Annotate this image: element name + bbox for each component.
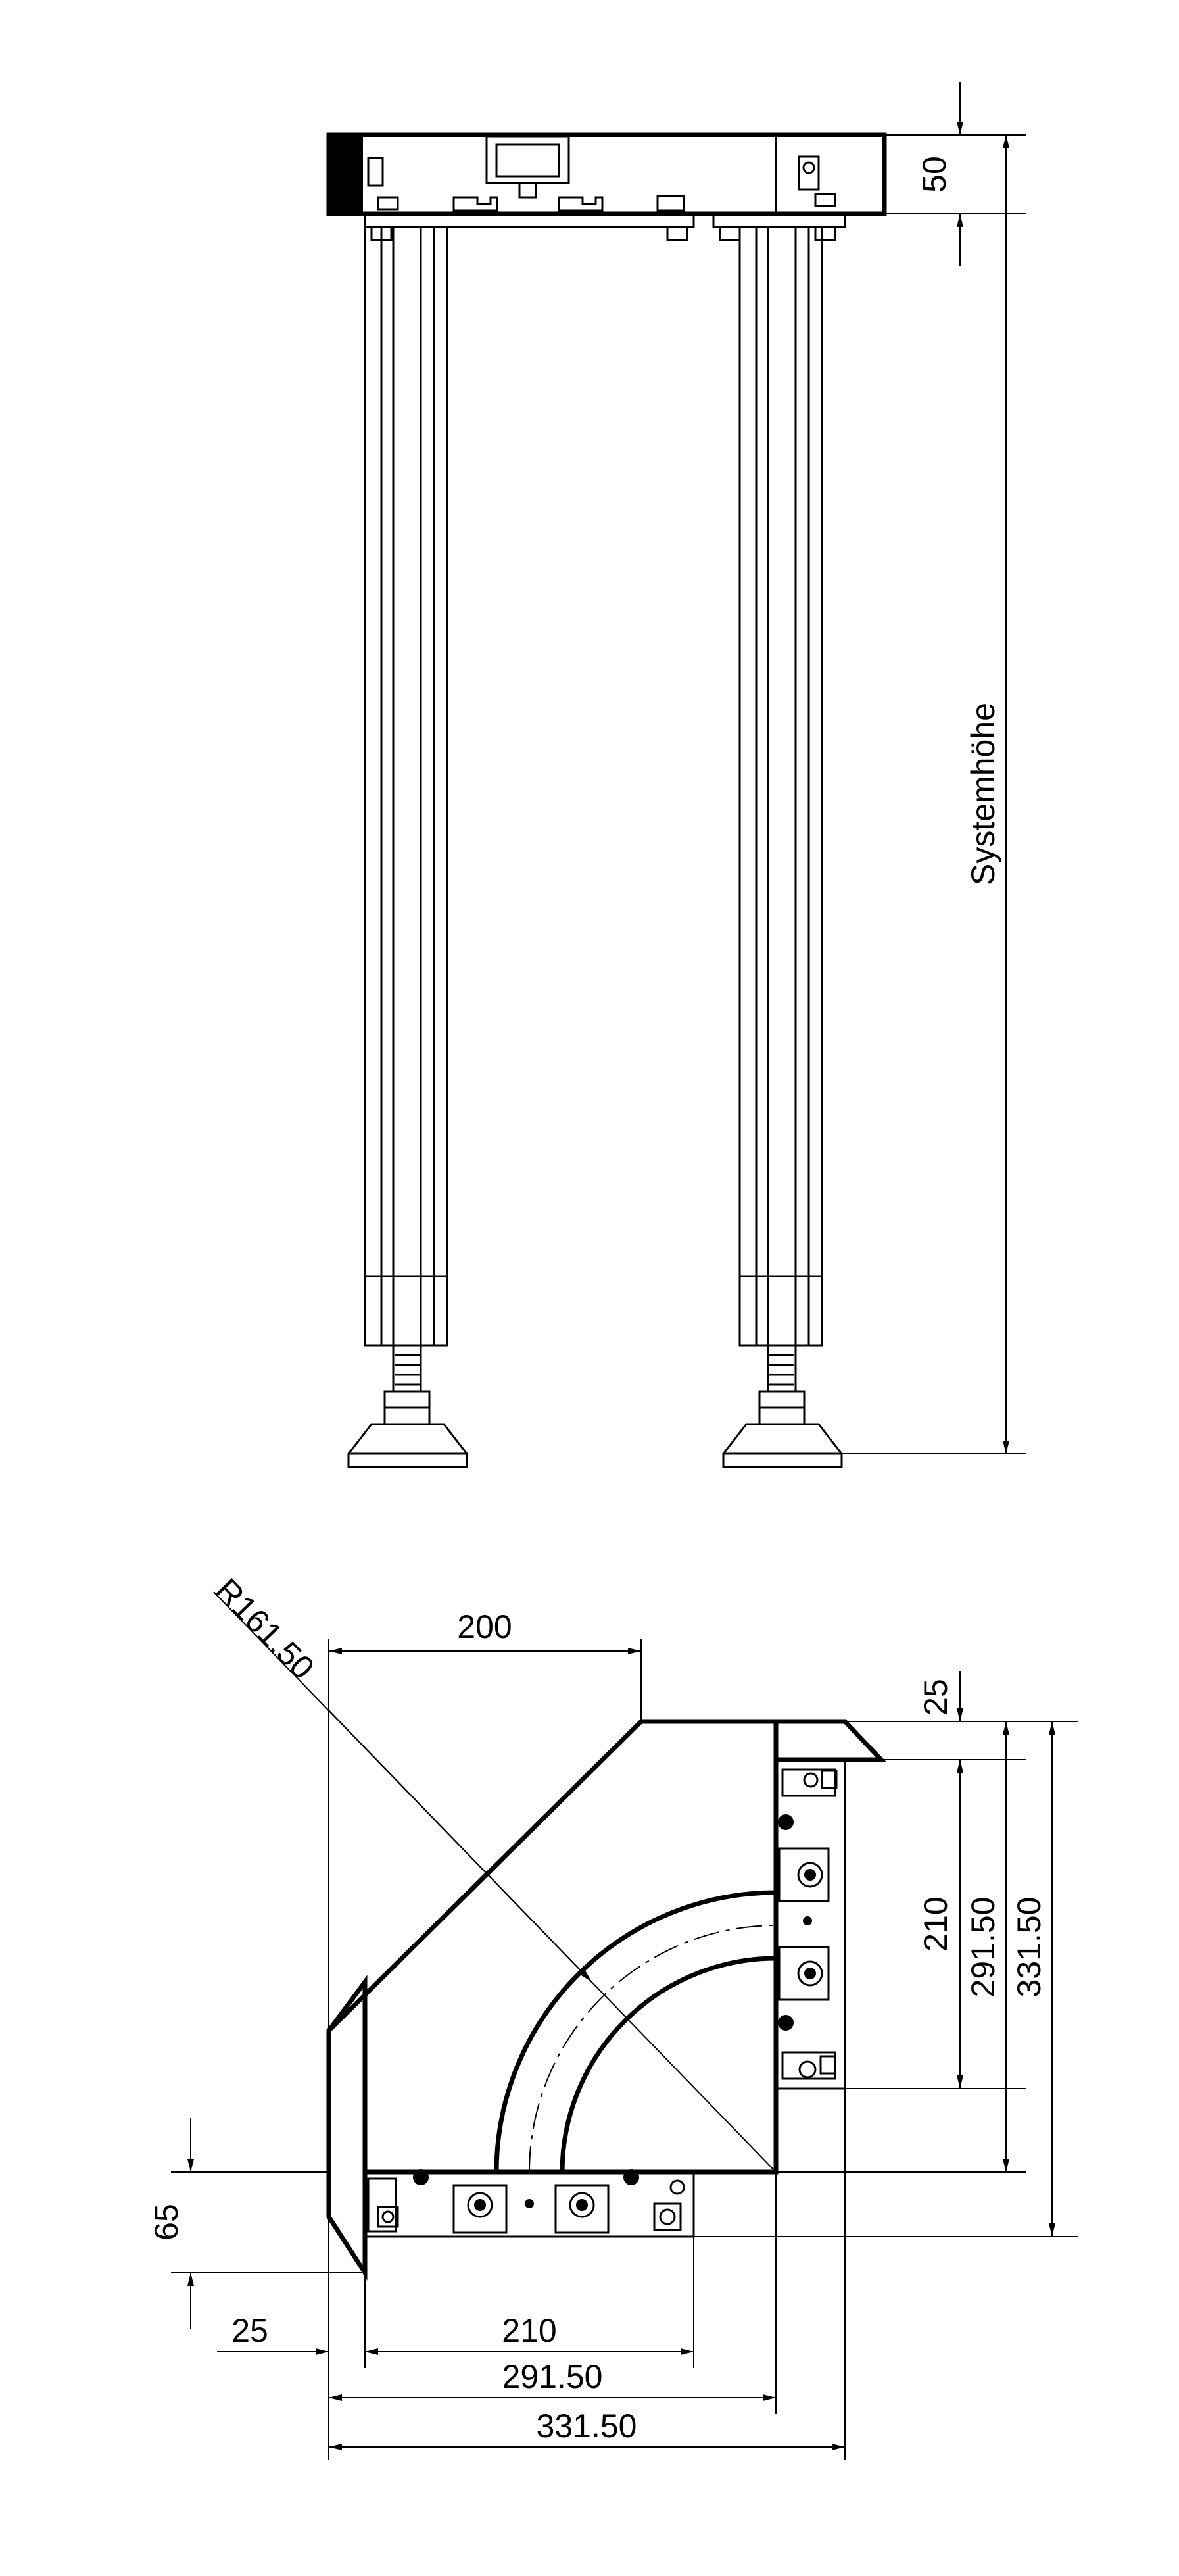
dim-text-radius: R161.50	[208, 1572, 322, 1687]
dimension-bottom: 25 210 291.50 331.50	[217, 2089, 846, 2460]
front-view: 50 Systemhöhe	[326, 82, 1026, 1468]
conveyor-top-body	[326, 132, 887, 216]
dimension-system-height: Systemhöhe	[835, 135, 1026, 1454]
curve-centerline	[529, 1925, 777, 2173]
dimension-50: 50	[884, 82, 1026, 266]
dimension-left-65: 65	[148, 2118, 365, 2329]
dim-text-right-25: 25	[917, 1679, 954, 1716]
dim-text-right-291: 291.50	[965, 1897, 1001, 1998]
plan-view: R161.50 200 25 210 291.50 331.50	[148, 1572, 1078, 2460]
curve-track-outer	[494, 1890, 777, 2173]
dim-text-200: 200	[457, 1608, 512, 1645]
dim-text-right-210: 210	[917, 1896, 954, 1951]
curve-outer-contour	[326, 1719, 779, 2175]
curve-track-inner	[560, 1956, 777, 2173]
dim-text-bottom-25: 25	[231, 2312, 268, 2349]
dim-text-bottom-331: 331.50	[537, 2408, 637, 2444]
dim-text-right-331: 331.50	[1011, 1897, 1047, 1998]
left-leg	[347, 226, 468, 1468]
dim-text-bottom-210: 210	[502, 2312, 556, 2349]
right-leg	[722, 226, 843, 1468]
dimension-200: 200	[328, 1608, 642, 2031]
dim-text-50: 50	[916, 156, 953, 193]
dim-text-system-height: Systemhöhe	[965, 703, 1001, 885]
dim-text-65: 65	[148, 2204, 185, 2241]
dimension-right: 25 210 291.50 331.50	[694, 1671, 1078, 2237]
dim-text-bottom-291: 291.50	[502, 2358, 603, 2395]
